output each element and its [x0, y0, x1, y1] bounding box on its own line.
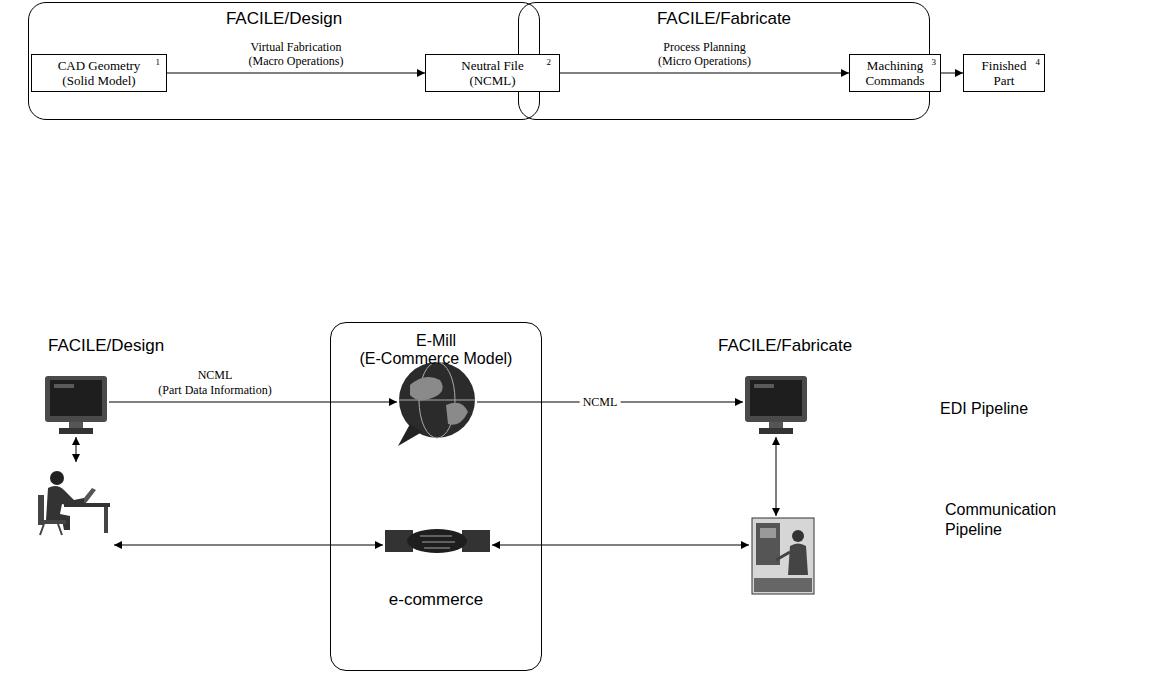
callout-number: 3	[932, 57, 937, 67]
person-at-desk-icon	[38, 471, 110, 535]
process-box: Neutral File (NCML) 2	[425, 54, 560, 92]
communication-arrow-part	[492, 545, 749, 546]
monitor-icon-part	[59, 428, 93, 434]
communication-arrow	[76, 437, 776, 545]
handshake-icon-part	[407, 529, 467, 553]
group-title: FACILE/Design	[29, 9, 539, 29]
box-label: Finished Part	[972, 58, 1036, 88]
globe-icon	[398, 362, 475, 446]
person-at-desk-icon-part	[40, 520, 66, 524]
arrow-label: NCML	[198, 368, 233, 382]
communication-arrow-part	[776, 437, 777, 516]
person-at-desk-icon-part	[50, 471, 64, 485]
person-at-desk-icon-part	[40, 524, 62, 535]
monitor-icon-part	[69, 422, 83, 428]
machinist-picture-part	[760, 528, 776, 538]
callout-number: 2	[547, 57, 552, 67]
arrow-label: (Part Data Information)	[158, 383, 271, 397]
machinist-picture-part	[754, 578, 812, 592]
monitor-icon-part	[45, 376, 107, 422]
callout-number: 4	[1036, 57, 1041, 67]
machinist-picture-part	[792, 530, 804, 542]
group-title: FACILE/Fabricate	[519, 9, 929, 29]
process-box: Finished Part4	[963, 54, 1045, 92]
callout-number: 1	[156, 57, 161, 67]
flow-arrow	[941, 73, 963, 74]
machinist-picture-part	[788, 544, 808, 576]
monitor-icon-part	[50, 380, 102, 416]
data-arrow	[109, 402, 743, 403]
arrow-label: NCML	[580, 395, 621, 409]
globe-icon-part	[398, 424, 422, 446]
monitor-icon-part	[759, 428, 793, 434]
communication-arrow-part	[114, 545, 383, 546]
communication-arrow-part	[76, 437, 77, 462]
panel-subtitle: (E-Commerce Model)	[360, 350, 513, 368]
box-label: CAD Geometry (Solid Model)	[50, 58, 148, 88]
globe-icon-part	[410, 377, 443, 400]
monitor-icon-part	[750, 380, 802, 416]
edge-label: Process Planning (Micro Operations)	[649, 40, 761, 68]
process-box: Machining Commands3	[849, 54, 941, 92]
monitor-icon-part	[754, 384, 774, 388]
edge-label: Virtual Fabrication (Macro Operations)	[240, 40, 352, 68]
pipeline-label: Communication Pipeline	[945, 500, 1075, 540]
handshake-icon	[385, 529, 490, 553]
monitor-icon	[45, 376, 107, 434]
monitor-icon-part	[745, 376, 807, 422]
monitor-icon-part	[769, 422, 783, 428]
machinist-picture-part	[752, 518, 814, 594]
process-box: CAD Geometry (Solid Model) 1	[31, 54, 167, 92]
box-label: Neutral File (NCML)	[450, 58, 535, 88]
pipeline-label: EDI Pipeline	[940, 399, 1028, 419]
flow-arrow	[560, 73, 849, 74]
box-label: Machining Commands	[860, 58, 930, 88]
panel-caption: e-commerce	[389, 590, 483, 610]
connector-group	[167, 73, 963, 74]
section-label: FACILE/Fabricate	[718, 336, 852, 356]
panel-title: E-Mill	[416, 332, 456, 350]
section-label: FACILE/Design	[48, 336, 164, 356]
monitor-icon	[745, 376, 807, 434]
flow-arrow	[167, 73, 425, 74]
globe-icon-part	[446, 403, 468, 425]
person-at-desk-icon-part	[104, 507, 108, 533]
service-panel: E-Mill(E-Commerce Model) e-commerce	[330, 322, 542, 671]
globe-icon-part	[399, 400, 475, 401]
machinist-picture-part	[776, 552, 790, 560]
data-arrow-part	[109, 402, 397, 403]
monitor-icon-part	[54, 384, 74, 388]
handshake-icon-part	[420, 536, 455, 548]
machinist-picture	[752, 518, 814, 594]
